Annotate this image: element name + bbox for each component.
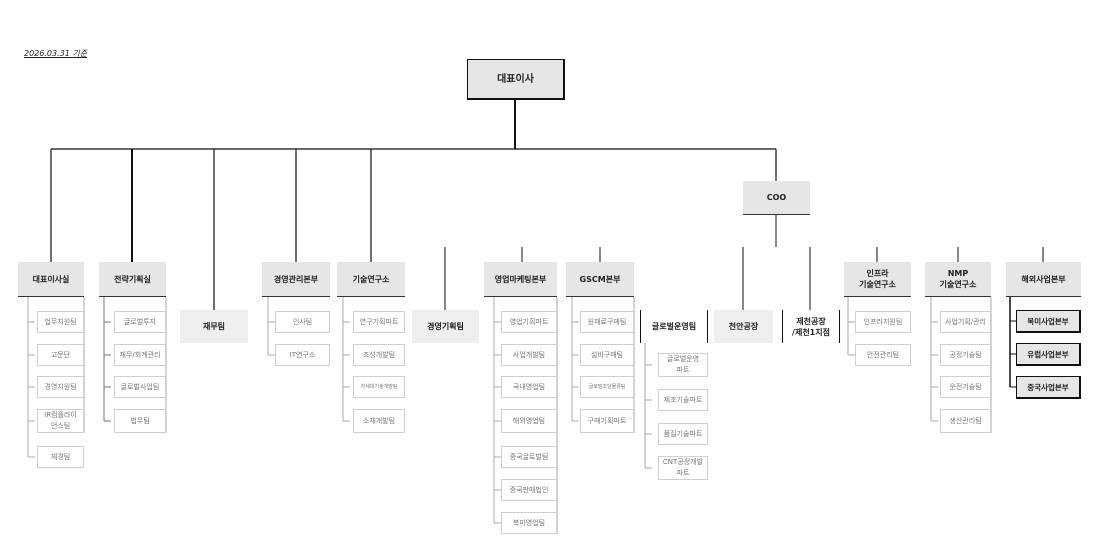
team-box[interactable]: 해외영업팀 — [501, 409, 557, 433]
team-box[interactable]: 경영지원팀 — [37, 376, 84, 398]
team-box[interactable]: IR컴플라이 언스팀 — [37, 409, 84, 433]
dept-strategy-office[interactable]: 전략기획실 — [99, 262, 166, 297]
dept-management-hq[interactable]: 경영관리본부 — [262, 262, 330, 297]
dept-finance-team[interactable]: 재무팀 — [180, 310, 248, 343]
team-box[interactable]: 제조기술파트 — [658, 389, 708, 411]
ceo-box[interactable]: 대표이사 — [467, 59, 565, 100]
team-box[interactable]: 영업기획파트 — [501, 311, 557, 333]
dept-gscm-hq[interactable]: GSCM본부 — [566, 262, 634, 297]
team-box[interactable]: 사업기획/관리 — [940, 311, 991, 333]
team-box[interactable]: 고문단 — [37, 344, 84, 366]
dept-cheonan-plant[interactable]: 천안공장 — [714, 310, 773, 343]
dept-nmp-institute[interactable]: NMP 기술연구소 — [925, 262, 991, 297]
team-box[interactable]: 재무/회계관리 — [114, 344, 166, 366]
dept-ceo-office[interactable]: 대표이사실 — [18, 262, 84, 297]
team-box[interactable]: 사업개발팀 — [501, 344, 557, 366]
dept-infra-institute[interactable]: 인프라 기술연구소 — [844, 262, 911, 297]
overseas-division-box[interactable]: 중국사업본부 — [1016, 376, 1081, 399]
team-box[interactable]: 재경팀 — [37, 446, 84, 468]
coo-box[interactable]: COO — [743, 181, 810, 215]
team-box[interactable]: 연구기획파트 — [353, 311, 405, 333]
team-box[interactable]: 인사팀 — [275, 311, 330, 333]
dept-jecheon-plant[interactable]: 제천공장 /제천1지점 — [782, 310, 840, 343]
dept-tech-institute[interactable]: 기술연구소 — [337, 262, 405, 297]
team-box[interactable]: 구매기획파트 — [580, 409, 634, 433]
team-box[interactable]: 중국글로벌팀 — [501, 446, 557, 468]
team-box[interactable]: 설비구매팀 — [580, 344, 634, 366]
team-box[interactable]: 국내영업팀 — [501, 376, 557, 398]
dept-global-operations[interactable]: 글로벌운영팀 — [640, 310, 708, 343]
team-box[interactable]: 공정기술팀 — [940, 344, 991, 366]
team-box[interactable]: 업무지원팀 — [37, 311, 84, 333]
overseas-division-box[interactable]: 유럽사업본부 — [1016, 343, 1081, 366]
team-box[interactable]: 운전기술팀 — [940, 376, 991, 398]
team-box[interactable]: IT연구소 — [275, 344, 330, 366]
team-box[interactable]: 글로벌사업팀 — [114, 376, 166, 398]
team-box[interactable]: 글로벌조달물류팀 — [580, 376, 634, 398]
team-box[interactable]: 소재개발팀 — [353, 409, 405, 433]
team-box[interactable]: 조성개발팀 — [353, 344, 405, 366]
team-box[interactable]: 차세대기술개발팀 — [353, 376, 405, 398]
team-box[interactable]: 글로벌운영 파트 — [658, 353, 708, 377]
team-box[interactable]: 품질기술파트 — [658, 423, 708, 445]
team-box[interactable]: 글로벌투자 — [114, 311, 166, 333]
team-box[interactable]: 중국판매법인 — [501, 479, 557, 501]
team-box[interactable]: 원재료구매팀 — [580, 311, 634, 333]
team-box[interactable]: CNT공정개발 파트 — [658, 456, 708, 480]
dept-sales-marketing-hq[interactable]: 영업마케팅본부 — [484, 262, 557, 297]
dept-management-planning[interactable]: 경영기획팀 — [412, 310, 479, 343]
team-box[interactable]: 안전관리팀 — [855, 344, 911, 366]
dept-overseas-hq[interactable]: 해외사업본부 — [1006, 262, 1081, 297]
overseas-division-box[interactable]: 북미사업본부 — [1016, 310, 1081, 333]
team-box[interactable]: 인프라지원팀 — [855, 311, 911, 333]
team-box[interactable]: 법무팀 — [114, 409, 166, 433]
team-box[interactable]: 생산관리팀 — [940, 409, 991, 433]
reference-date: 2026.03.31 기준 — [24, 49, 88, 58]
team-box[interactable]: 북미영업팀 — [501, 512, 557, 534]
